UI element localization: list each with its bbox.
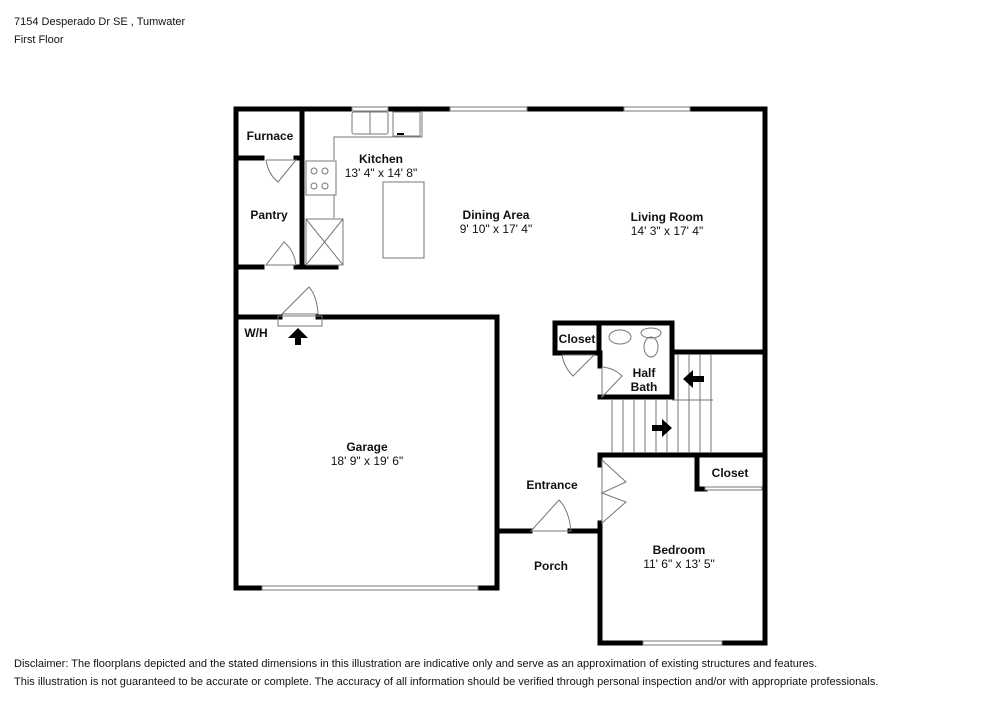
address: 7154 Desperado Dr SE , Tumwater [14, 16, 186, 28]
floor-label: First Floor [14, 34, 64, 46]
room-pantry: Pantry [250, 208, 288, 222]
room-closet-hall: Closet [558, 332, 596, 346]
disclaimer-line-1: Disclaimer: The floorplans depicted and … [14, 658, 818, 670]
disclaimer-line-2: This illustration is not guaranteed to b… [14, 676, 879, 688]
room-closet-bedroom: Closet [711, 466, 749, 480]
room-furnace: Furnace [246, 129, 294, 143]
room-entrance: Entrance [526, 478, 578, 492]
label-water-heater: W/H [244, 326, 268, 340]
room-porch: Porch [533, 559, 569, 573]
